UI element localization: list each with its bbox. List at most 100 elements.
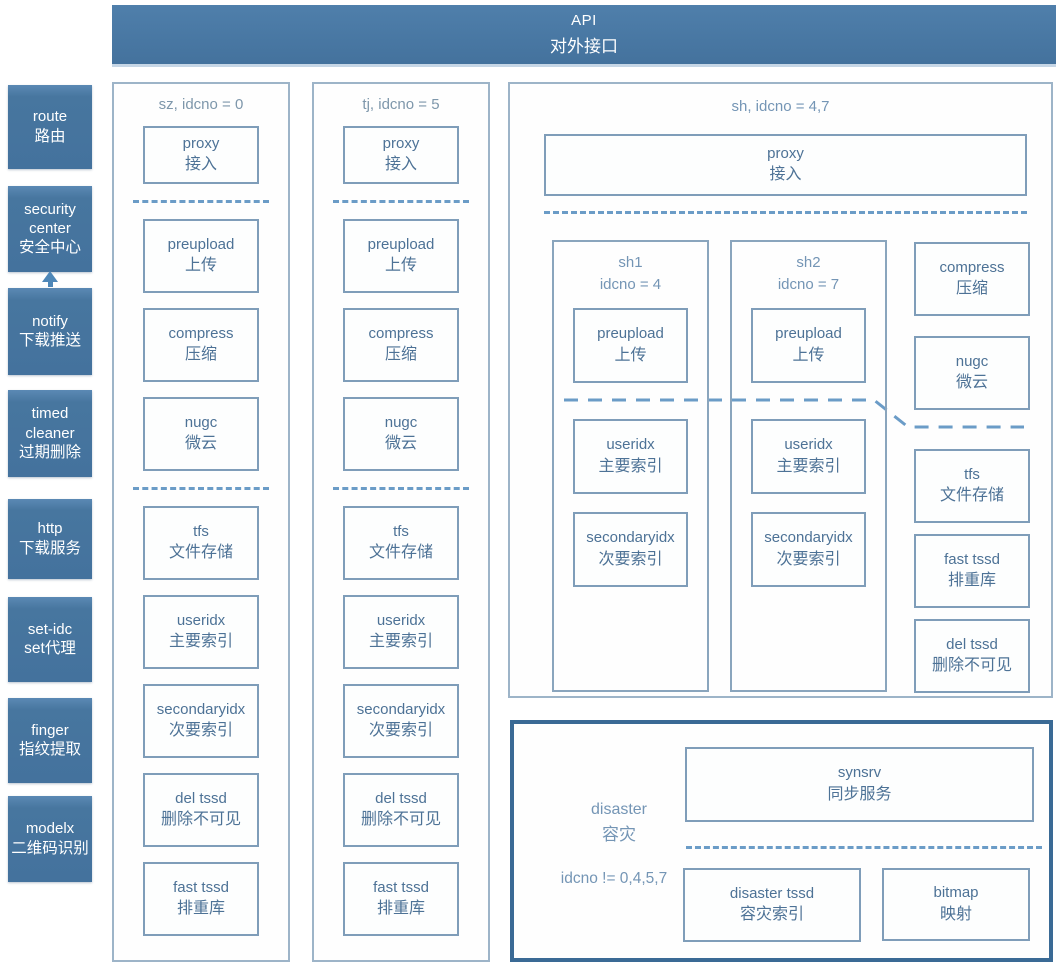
node-preupload: preupload 上传	[573, 308, 688, 383]
node-del-tssd: del tssd 删除不可见	[343, 773, 459, 847]
node-label-zh: 主要索引	[598, 457, 663, 475]
node-label-zh: 接入	[769, 166, 802, 184]
node-label-en: useridx	[376, 611, 426, 629]
node-label-zh: 删除不可见	[160, 811, 241, 829]
node-disaster-tssd: disaster tssd 容灾索引	[683, 868, 861, 942]
node-label-en: nugc	[384, 413, 418, 431]
node-label-en: disaster tssd	[729, 884, 815, 902]
node-tfs: tfs 文件存储	[914, 449, 1030, 523]
node-secondaryidx: secondaryidx 次要索引	[143, 684, 259, 758]
node-label-en: preupload	[167, 235, 235, 253]
sidebar-item-label-en: modelx	[25, 820, 75, 838]
dashed-separator	[133, 487, 269, 490]
node-label-zh: 上传	[614, 346, 647, 364]
node-label-en: del tssd	[175, 789, 227, 807]
node-secondaryidx: secondaryidx 次要索引	[573, 512, 688, 587]
node-label-zh: 文件存储	[368, 544, 433, 562]
node-label-en: compress	[168, 324, 234, 342]
node-nugc: nugc 微云	[343, 397, 459, 471]
sidebar-item-label-en: http	[37, 520, 63, 538]
node-preupload: preupload 上传	[343, 219, 459, 293]
node-compress: compress 压缩	[143, 308, 259, 382]
node-label-en: secondaryidx	[156, 700, 246, 718]
subcluster-idcno: idcno = 7	[777, 275, 840, 293]
node-label-zh: 上传	[184, 257, 217, 275]
node-label-zh: 上传	[792, 346, 825, 364]
dashed-separator	[333, 487, 469, 490]
node-label-zh: 文件存储	[168, 544, 233, 562]
node-label-en: proxy	[382, 134, 420, 152]
dashed-separator	[333, 200, 469, 203]
up-arrow-head	[42, 271, 58, 282]
node-label-zh: 微云	[384, 435, 417, 453]
node-label-zh: 压缩	[955, 280, 988, 298]
node-label-zh: 压缩	[184, 346, 217, 364]
sidebar-item-label-zh: set代理	[24, 640, 76, 658]
node-label-zh: 删除不可见	[360, 811, 441, 829]
node-label-en: proxy	[767, 144, 804, 162]
api-header-title-zh: 对外接口	[550, 37, 618, 56]
node-proxy-sh: proxy 接入	[544, 134, 1027, 196]
node-label-en: del tssd	[946, 635, 998, 653]
node-label-en: compress	[368, 324, 434, 342]
node-label-zh: 文件存储	[939, 487, 1004, 505]
sidebar-item-label-zh: 二维码识别	[11, 839, 89, 857]
node-label-en: preupload	[367, 235, 435, 253]
node-label-en: secondaryidx	[586, 529, 675, 547]
sidebar-item-label-en: timed cleaner	[25, 405, 75, 442]
node-label-zh: 主要索引	[776, 457, 841, 475]
node-label-zh: 接入	[184, 156, 217, 174]
sidebar-item-label-zh: 路由	[34, 127, 66, 145]
node-label-zh: 主要索引	[168, 633, 233, 651]
node-label-en: preupload	[775, 325, 842, 343]
node-label-zh: 排重库	[176, 900, 225, 918]
node-label-zh: 微云	[955, 374, 988, 392]
node-label-en: nugc	[184, 413, 218, 431]
subcluster-label: sh1	[618, 254, 643, 271]
api-header-title-en: API	[571, 12, 597, 29]
node-label-en: proxy	[182, 134, 220, 152]
sidebar-item-label-en: set-idc	[27, 620, 73, 638]
node-label-en: tfs	[964, 465, 980, 483]
node-synsrv: synsrv 同步服务	[685, 747, 1034, 822]
node-label-en: preupload	[597, 325, 664, 343]
dashed-separator	[686, 846, 1042, 849]
node-label-zh: 次要索引	[598, 550, 663, 568]
node-label-en: tfs	[393, 522, 409, 540]
node-proxy: proxy 接入	[143, 126, 259, 184]
node-label-zh: 上传	[384, 257, 417, 275]
sidebar-item-label-zh: 安全中心	[18, 239, 81, 257]
node-label-zh: 次要索引	[168, 722, 233, 740]
subcluster-label: sh2	[796, 254, 821, 271]
disaster-label-en: disaster	[590, 801, 648, 818]
cluster-disaster: disaster 容灾 idcno != 0,4,5,7 synsrv 同步服务…	[510, 720, 1053, 962]
node-nugc: nugc 微云	[914, 336, 1030, 410]
node-label-zh: 微云	[184, 435, 217, 453]
node-label-en: del tssd	[375, 789, 427, 807]
node-label-en: nugc	[955, 352, 989, 370]
cluster-sh-label: sh, idcno = 4,7	[731, 98, 830, 115]
node-label-zh: 删除不可见	[931, 657, 1012, 675]
node-label-en: secondaryidx	[356, 700, 446, 718]
sidebar-item-label-en: finger	[31, 721, 69, 739]
node-label-zh: 映射	[939, 905, 972, 923]
